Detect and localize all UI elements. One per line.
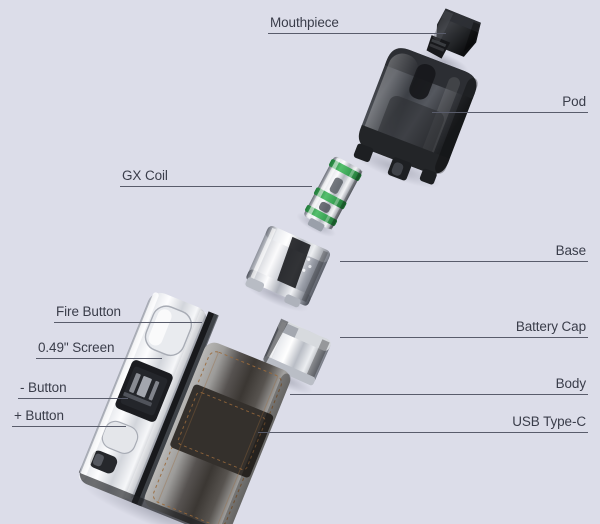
callout-minus-button-label: - Button xyxy=(20,380,67,395)
callout-body-rule xyxy=(290,393,588,395)
callout-battery-cap[interactable]: Battery Cap xyxy=(340,320,588,338)
callout-gx-coil[interactable]: GX Coil xyxy=(120,169,312,187)
callout-screen-rule xyxy=(36,357,162,359)
callout-gx-coil-label: GX Coil xyxy=(122,168,168,183)
callout-fire-button-label: Fire Button xyxy=(56,304,121,319)
callout-base-label: Base xyxy=(555,243,586,258)
callout-usb-type-c-rule xyxy=(258,431,588,433)
callout-battery-cap-label: Battery Cap xyxy=(515,319,586,334)
callout-pod[interactable]: Pod xyxy=(432,95,588,113)
callout-base-rule xyxy=(340,260,588,262)
base-part xyxy=(242,226,331,312)
callout-mouthpiece-label: Mouthpiece xyxy=(270,15,339,30)
callout-usb-type-c-label: USB Type-C xyxy=(512,414,586,429)
callout-screen-label: 0.49" Screen xyxy=(38,340,115,355)
callout-pod-rule xyxy=(432,111,588,113)
gx-coil-part xyxy=(296,156,363,237)
callout-mouthpiece[interactable]: Mouthpiece xyxy=(268,16,446,34)
battery-cap-part xyxy=(257,318,331,394)
callout-plus-button-label: + Button xyxy=(14,408,64,423)
callout-battery-cap-rule xyxy=(340,336,588,338)
callout-minus-button[interactable]: - Button xyxy=(18,381,128,399)
body-part xyxy=(78,292,291,524)
callout-body[interactable]: Body xyxy=(290,377,588,395)
callout-fire-button-rule xyxy=(54,321,202,323)
callout-plus-button[interactable]: + Button xyxy=(12,409,126,427)
callout-gx-coil-rule xyxy=(120,185,312,187)
callout-mouthpiece-rule xyxy=(268,32,446,34)
callout-pod-label: Pod xyxy=(562,94,586,109)
pod-part xyxy=(350,48,478,188)
callout-body-label: Body xyxy=(555,376,586,391)
callout-usb-type-c[interactable]: USB Type-C xyxy=(258,415,588,433)
callout-minus-button-rule xyxy=(18,397,128,399)
callout-fire-button[interactable]: Fire Button xyxy=(54,305,202,323)
callout-plus-button-rule xyxy=(12,425,126,427)
callout-base[interactable]: Base xyxy=(340,244,588,262)
callout-screen[interactable]: 0.49" Screen xyxy=(36,341,162,359)
